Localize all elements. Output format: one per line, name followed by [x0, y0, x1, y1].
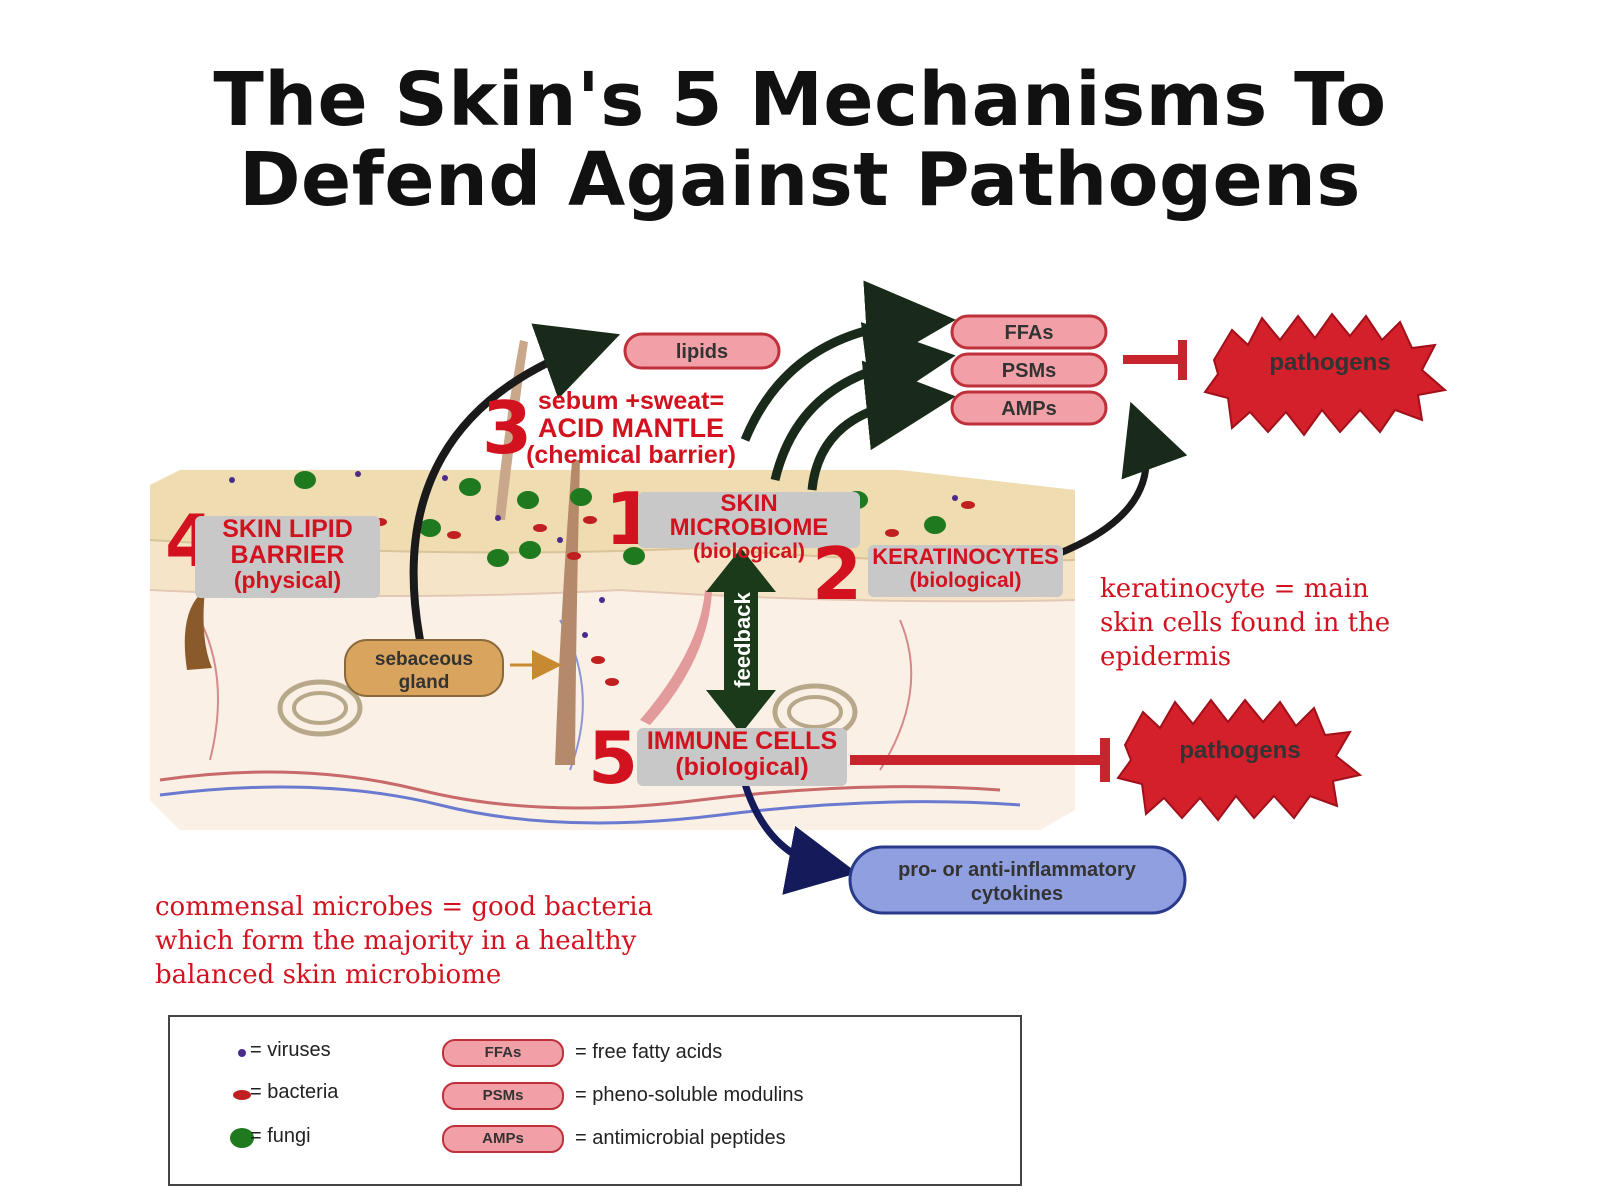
- lipids-pill: lipids: [623, 332, 781, 370]
- mechanism-5-label: IMMUNE CELLS (biological): [637, 728, 847, 786]
- title-line-2: Defend Against Pathogens: [239, 137, 1361, 223]
- ffas-pill: FFAs: [950, 314, 1108, 350]
- mechanism-5-number: 5: [588, 716, 639, 800]
- mechanism-1-label: SKIN MICROBIOME (biological): [638, 490, 860, 563]
- bacteria-cell: [605, 678, 619, 686]
- pathogens-bottom: pathogens: [1116, 698, 1363, 822]
- mechanism-3-line-2: ACID MANTLE: [538, 413, 724, 443]
- sebaceous-gland-pill: sebaceous gland: [344, 639, 504, 697]
- mechanism-1-line-1: SKIN MICROBIOME: [669, 490, 829, 541]
- legend-viruses: = viruses: [250, 1039, 331, 1061]
- virus-particle: [582, 632, 588, 638]
- virus-legend-icon: [238, 1049, 246, 1057]
- virus-particle: [442, 475, 448, 481]
- bacteria-cell: [567, 552, 581, 560]
- mechanism-2-number: 2: [812, 532, 863, 616]
- mechanism-4-line-2: BARRIER: [230, 541, 345, 569]
- fungi-cell: [519, 541, 541, 559]
- keratinocyte-note-line-3: epidermis: [1100, 642, 1232, 672]
- legend-amps-def: = antimicrobial peptides: [575, 1127, 786, 1149]
- keratinocyte-note-line-2: skin cells found in the: [1100, 608, 1391, 638]
- mechanism-5-line-2: (biological): [675, 753, 809, 781]
- psms-label: PSMs: [1002, 360, 1056, 382]
- sebaceous-label-2: gland: [399, 672, 450, 693]
- bacteria-cell: [447, 531, 461, 539]
- keratinocyte-note-line-1: keratinocyte = main: [1100, 574, 1369, 604]
- bacteria-cell: [591, 656, 605, 664]
- mechanism-5-line-1: IMMUNE CELLS: [646, 727, 838, 755]
- fungi-cell: [459, 478, 481, 496]
- commensal-note-line-2: which form the majority in a healthy: [155, 926, 637, 956]
- mechanism-3-label: sebum +sweat= ACID MANTLE (chemical barr…: [516, 388, 746, 468]
- legend-fungi: = fungi: [250, 1125, 311, 1147]
- cytokines-label-1: pro- or anti-inflammatory: [898, 859, 1137, 881]
- legend-ffas-pill: FFAs: [442, 1039, 564, 1067]
- pathogens-top: pathogens: [1203, 312, 1448, 437]
- page-title: The Skin's 5 Mechanisms To Defend Agains…: [0, 60, 1600, 220]
- pathogens-top-label: pathogens: [1269, 349, 1390, 376]
- mechanism-4-label: SKIN LIPID BARRIER (physical): [195, 516, 380, 598]
- mechanism-2-label: KERATINOCYTES (biological): [868, 545, 1063, 597]
- fungi-cell: [419, 519, 441, 537]
- virus-particle: [557, 537, 563, 543]
- legend-psms-pill: PSMs: [442, 1082, 564, 1110]
- mechanism-4-line-1: SKIN LIPID: [222, 515, 353, 543]
- virus-particle: [229, 477, 235, 483]
- commensal-note-line-3: balanced skin microbiome: [155, 960, 502, 990]
- mechanism-2-line-1: KERATINOCYTES: [872, 544, 1059, 569]
- keratinocytes-to-amps-arrow: [1053, 401, 1188, 559]
- bacteria-cell: [885, 529, 899, 537]
- inhibition-lines: [850, 340, 1187, 782]
- amps-label: AMPs: [1001, 398, 1057, 420]
- lipids-label: lipids: [676, 341, 728, 363]
- fungi-cell: [294, 471, 316, 489]
- legend: = viruses = bacteria = fungi FFAs PSMs A…: [168, 1015, 1022, 1186]
- psms-pill: PSMs: [950, 352, 1108, 388]
- mechanism-2-line-2: (biological): [909, 569, 1022, 592]
- to-amps-arrow: [807, 360, 956, 491]
- fungi-cell: [517, 491, 539, 509]
- commensal-note: commensal microbes = good bacteria which…: [155, 890, 653, 992]
- mechanism-3-number: 3: [482, 386, 533, 470]
- fungi-cell: [487, 549, 509, 567]
- fungi-cell: [924, 516, 946, 534]
- feedback-arrow: feedback: [706, 548, 776, 734]
- virus-particle: [599, 597, 605, 603]
- pathogens-bottom-label: pathogens: [1179, 737, 1300, 764]
- cytokines-pill: pro- or anti-inflammatory cytokines: [848, 845, 1187, 915]
- fungi-cell: [623, 547, 645, 565]
- bacteria-cell: [961, 501, 975, 509]
- virus-particle: [495, 515, 501, 521]
- sebaceous-to-lipids-arrow: [409, 323, 621, 641]
- virus-particle: [355, 471, 361, 477]
- fungi-cell: [570, 488, 592, 506]
- legend-symbols: [230, 1049, 254, 1148]
- feedback-label: feedback: [730, 592, 755, 688]
- mechanism-3-line-3: (chemical barrier): [526, 441, 736, 469]
- ffas-label: FFAs: [1005, 322, 1054, 344]
- fungi-legend-icon: [230, 1128, 254, 1148]
- cytokines-label-2: cytokines: [971, 883, 1063, 905]
- mechanism-3-line-1: sebum +sweat=: [537, 387, 725, 415]
- mechanism-1-line-2: (biological): [693, 540, 805, 563]
- title-line-1: The Skin's 5 Mechanisms To: [213, 57, 1387, 143]
- legend-amps-pill: AMPs: [442, 1125, 564, 1153]
- sebaceous-label-1: sebaceous: [375, 649, 473, 670]
- virus-particle: [952, 495, 958, 501]
- commensal-note-line-1: commensal microbes = good bacteria: [155, 892, 654, 922]
- legend-ffas-def: = free fatty acids: [575, 1041, 723, 1063]
- bacteria-legend-icon: [233, 1090, 251, 1100]
- legend-bacteria: = bacteria: [250, 1081, 339, 1103]
- legend-psms-def: = pheno-soluble modulins: [575, 1084, 804, 1106]
- keratinocyte-note: keratinocyte = main skin cells found in …: [1100, 572, 1390, 674]
- bacteria-cell: [533, 524, 547, 532]
- bacteria-cell: [583, 516, 597, 524]
- amps-pill: AMPs: [950, 390, 1108, 426]
- mechanism-4-line-3: (physical): [233, 567, 342, 593]
